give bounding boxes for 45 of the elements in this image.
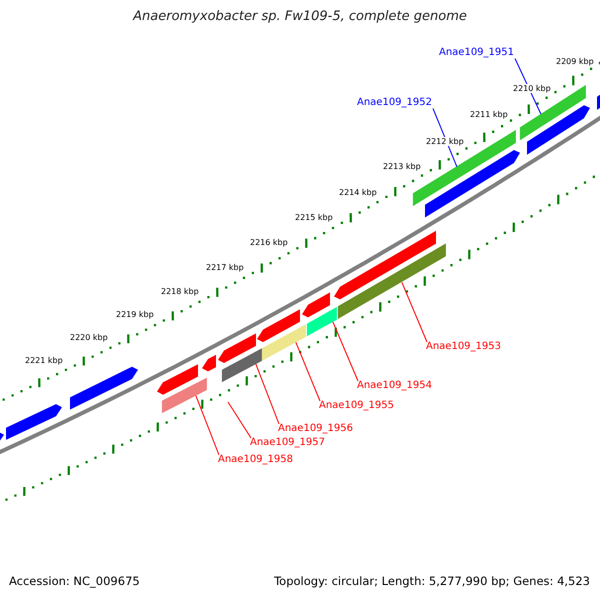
gene-label: Anae109_1956 [278,423,353,434]
gene-feature [527,105,590,155]
title: Anaeromyxobacter sp. Fw109-5, complete genome [132,10,468,25]
gene-feature [218,333,256,363]
gene-label: Anae109_1958 [218,454,293,466]
gene-feature [334,230,436,300]
scale-label: 2216 kbp [250,238,288,248]
leader-line [295,342,320,402]
leader-line [332,321,358,382]
gene-label: Anae109_1954 [357,380,432,392]
scale-label: 2212 kbp [426,137,464,146]
gene-label: Anae109_1955 [319,400,394,412]
scale-label: 2221 kbp [25,356,63,366]
scale-label: 2217 kbp [206,263,244,272]
gene-feature [6,404,62,440]
gene-label: Anae109_1952 [357,97,432,108]
scale-label: 2210 kbp [513,84,551,94]
gene-label: Anae109_1951 [439,47,514,58]
gene-label: Anae109_1953 [426,341,501,352]
scale-label: 2219 kbp [116,310,154,320]
gene-bar [222,348,262,382]
accession-text: Accession: NC_009675 [9,575,140,588]
gene-feature [70,366,138,410]
leader-line [195,395,220,456]
scale-label: 2218 kbp [161,287,199,296]
gene-feature [202,354,216,372]
leader-line [255,364,280,424]
scale-label: 2209 kbp [556,57,594,66]
leader-line [401,282,428,342]
gene-feature [425,150,520,218]
gene-label: Anae109_1957 [250,437,325,448]
scale-label: 2214 kbp [339,188,377,198]
gene-bar [162,378,207,414]
gene-bar [306,306,337,336]
leader-line [228,402,252,438]
scale-label: 2215 kbp [295,213,333,222]
gene-feature [157,364,198,395]
gene-feature [257,309,300,342]
gene-feature [302,292,330,318]
scale-label: 2211 kbp [470,110,508,120]
scale-label: 2220 kbp [70,333,108,342]
genome-summary-text: Topology: circular; Length: 5,277,990 bp; Genes: 4,523 [274,575,590,588]
scale-label: 2213 kbp [383,162,421,172]
gene-bar [262,324,306,361]
gene-bar [338,243,446,319]
